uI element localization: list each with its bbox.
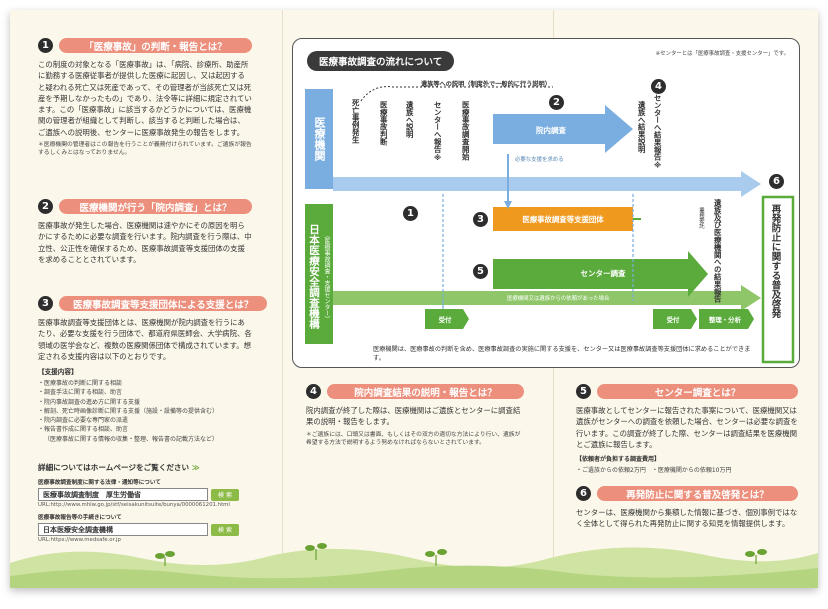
section-note: ＊ご遺族には、口頭又は書面、もしくはその双方の適切な方法により行い、遺族が希望す… — [306, 431, 521, 446]
receive-label: 受付 — [438, 316, 452, 324]
section-body: 医療事故が発生した場合、医療機関は速やかにその原因を明らかにするために必要な調査… — [38, 221, 252, 264]
section-6: 6 再発防止に関する普及啓発とは？ センターは、医療機関から集積した情報に基づき… — [576, 485, 798, 530]
analysis-label: 整理・分析 — [709, 316, 741, 324]
support-list-title: 【支援内容】 — [38, 368, 78, 376]
section-body: 医療事故調査等支援団体とは、医療機関が院内調査を行うにあたり、必要な支援を行う団… — [38, 318, 252, 361]
section-body: 医療事故としてセンターに報告された事案について、医療機関又は遺族がセンターへの調… — [576, 406, 798, 449]
hospital-label: 医療機関 — [313, 117, 326, 161]
section-number: 5 — [576, 384, 591, 399]
section-body: センターは、医療機関から集積した情報に基づき、個別事例ではなく全体として得られた… — [576, 508, 798, 529]
list-item: ・解剖、死亡時画像診断に関する支援（施設・設備等の提供含む） — [38, 407, 219, 415]
section-number: 1 — [38, 38, 53, 53]
link-label: 医療事故調査制度に関する法律・通知等について — [38, 480, 161, 486]
list-item: ・医療事故の判断に関する相談 — [38, 380, 123, 387]
support-org-label: 医療事故調査等支援団体 — [522, 215, 604, 224]
section-3: 3 医療事故調査等支援団体による支援とは？ 医療事故調査等支援団体とは、医療機関… — [38, 295, 268, 444]
section-title: 再発防止に関する普及啓発とは？ — [597, 486, 798, 501]
flow-number: 4 — [651, 79, 666, 94]
section-number: 2 — [38, 199, 53, 214]
section-number: 3 — [38, 296, 53, 311]
fee-title: 【依頼者が負担する調査費用】 — [576, 456, 661, 463]
step-result-center: センターへ結果報告※ — [653, 94, 663, 170]
flow-number: 6 — [769, 174, 784, 189]
flow-note: ※センターとは「医療事故調査・支援センター」です。 — [655, 51, 789, 57]
commission-label: 業務委託 — [697, 207, 704, 229]
brochure-sheet: 1 「医療事故」の判断・報告とは？ この制度の対象となる「医療事故」は、「病院、… — [10, 10, 818, 588]
section-5: 5 センター調査とは？ 医療事故としてセンターに報告された事案について、医療機関… — [576, 383, 798, 475]
center-label: （医療事故調査・支援センター） 日本医療安全調査機構 — [308, 224, 330, 329]
links-title: 詳細についてはホームページをご覧ください ≫ — [38, 463, 200, 472]
support-list: ・医療事故の判断に関する相談 ・調査手法に関する相談、助言 ・院内事故調査の進め… — [38, 379, 252, 444]
support-request-label: 必要な支援を求める — [515, 157, 564, 163]
hills-illustration — [10, 543, 818, 588]
section-number: 4 — [306, 384, 321, 399]
list-item: ・院内事故調査の進め方に関する支援 — [38, 398, 141, 406]
step-explain: 遺族へ説明 — [405, 101, 415, 138]
section-title: 医療事故調査等支援団体による支援とは？ — [59, 296, 268, 311]
section-body: この制度の対象となる「医療事故」は、「病院、診療所、助産所に勤務する医療従事者が… — [38, 60, 252, 137]
section-note: ＊医療機関の管理者はこの報告を行うことが義務付けられています。ご遺族が報告するし… — [38, 141, 252, 157]
section-title: 医療機関が行う「院内調査」とは？ — [59, 199, 252, 214]
flow-number: 1 — [403, 206, 418, 221]
flow-number: 5 — [473, 264, 488, 279]
flow-number: 2 — [549, 95, 564, 110]
url-text[interactable]: URL:https://www.medsafe.or.jp — [38, 537, 121, 543]
chevron-right-icon: ≫ — [191, 463, 200, 472]
search-button[interactable]: 検 索 — [211, 488, 239, 501]
step-result-family: 遺族へ結果説明 — [637, 101, 647, 153]
search-box-medsafe: 日本医療安全調査機構 — [38, 523, 208, 536]
step-start: 医療事故調査開始 — [461, 101, 471, 161]
section-title: 「医療事故」の判断・報告とは？ — [59, 38, 252, 53]
links-block: 詳細についてはホームページをご覧ください ≫ 医療事故調査制度に関する法律・通知… — [38, 462, 268, 543]
inhouse-label: 院内調査 — [536, 126, 566, 135]
step-report: センターへ報告※ — [433, 101, 443, 162]
list-item: （医療事故に関する情報の収集・整理、報告書の記載方法など） — [44, 435, 219, 443]
link-label: 医療事故報告等の手続きについて — [38, 515, 122, 521]
step-result-both: 遺族及び医療機関への結果報告 — [713, 199, 723, 303]
center-investigation-label: センター調査 — [580, 269, 626, 278]
fold-line — [282, 10, 283, 588]
section-title: センター調査とは？ — [597, 384, 798, 399]
section-title: 院内調査結果の説明・報告とは？ — [327, 384, 524, 399]
request-note: 医療機関又は遺族からの依頼があった場合 — [507, 296, 610, 302]
search-button[interactable]: 検 索 — [211, 523, 239, 536]
section-body: 院内調査が終了した際は、医療機関はご遺族とセンターに調査結果の説明・報告をします… — [306, 406, 521, 427]
flow-footnote: 医療機関は、医療事故の判断を含め、医療事故調査の実施に関する支援を、センター又は… — [373, 346, 751, 363]
fee-text: ・ご遺族からの依頼2万円 ・医療機関からの依頼10万円 — [576, 467, 732, 474]
step-death: 死亡事例発生 — [351, 99, 361, 144]
explain-top-label: 遺族等への説明（制度外で一般的に行う説明） — [421, 81, 551, 88]
section-2: 2 医療機関が行う「院内調査」とは？ 医療事故が発生した場合、医療機関は速やかに… — [38, 198, 252, 265]
section-number: 6 — [576, 486, 591, 501]
list-item: ・報告書作成に関する相談、助言 — [38, 426, 129, 434]
flow-diagram: 医療事故調査の流れについて ※センターとは「医療事故調査・支援センター」です。 — [292, 38, 800, 368]
step-judge: 医療事故判断 — [379, 101, 389, 146]
url-text[interactable]: URL:http://www.mhlw.go.jp/stf/seisakunit… — [38, 502, 230, 508]
flow-title: 医療事故調査の流れについて — [307, 51, 455, 71]
section-4: 4 院内調査結果の説明・報告とは？ 院内調査が終了した際は、医療機関はご遺族とセ… — [306, 383, 524, 447]
flow-number: 3 — [473, 212, 488, 227]
search-box-mhlw: 医療事故調査制度 厚生労働省 — [38, 488, 208, 501]
prevention-label: 再発防止に関する普及啓発 — [769, 204, 781, 318]
list-item: ・調査手法に関する相談、助言 — [38, 389, 123, 397]
receive-label: 受付 — [666, 316, 680, 324]
flow-arrows — [305, 86, 795, 364]
section-1: 1 「医療事故」の判断・報告とは？ この制度の対象となる「医療事故」は、「病院、… — [38, 37, 252, 158]
list-item: ・院内調査に必要な専門家の派遣 — [38, 417, 129, 425]
